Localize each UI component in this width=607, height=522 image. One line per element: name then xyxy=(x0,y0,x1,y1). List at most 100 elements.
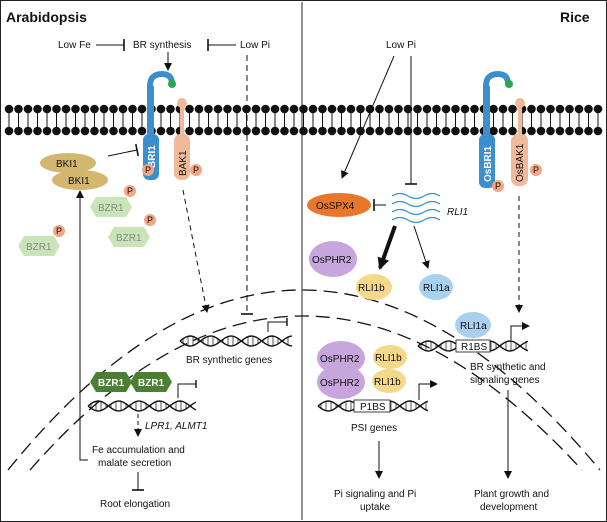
osbri1-phospho-label: P xyxy=(495,181,501,191)
lipid-head xyxy=(251,104,261,114)
bzr1-phosphorylated-2 xyxy=(18,236,60,256)
bki1-bottom-label: BKI1 xyxy=(68,176,90,187)
malate-secretion-label: malate secretion xyxy=(98,458,171,469)
lipid-head xyxy=(451,104,460,114)
fe-feedback-to-bki1-arrow xyxy=(76,190,88,461)
osbak1-transmembrane xyxy=(518,106,522,136)
bzr1-p3-label: BZR1 xyxy=(116,233,142,244)
nuclear-envelope-outer xyxy=(7,289,601,471)
osphr2-bound-bottom-label: OsPHR2 xyxy=(320,378,360,389)
lipid-head xyxy=(308,126,318,136)
lipid-head xyxy=(280,126,289,136)
lipid-head xyxy=(422,104,432,114)
bzr1-p2-phospho-label: P xyxy=(56,226,62,236)
p1bs-box xyxy=(353,399,391,413)
lipid-head xyxy=(261,126,270,136)
lipid-head xyxy=(194,126,204,136)
osbri1-transmembrane xyxy=(483,86,490,136)
lipid-head xyxy=(403,126,413,136)
lipid-head xyxy=(574,126,584,136)
plant-growth-line2: development xyxy=(480,502,537,513)
rli1a-free xyxy=(419,274,453,300)
bzr1-dimer-left-label: BZR1 xyxy=(98,378,125,389)
lipid-head xyxy=(213,104,223,114)
bki1-top-label: BKI1 xyxy=(56,159,78,170)
lipid-head xyxy=(327,104,337,114)
dna-br-synthetic-genes xyxy=(179,335,293,347)
lipid-head xyxy=(441,104,451,114)
lipid-head xyxy=(327,126,337,136)
bzr1-p1-label: BZR1 xyxy=(98,203,124,214)
lipid-head xyxy=(489,104,498,114)
bzr1-p1-phospho xyxy=(124,185,136,197)
lipid-head xyxy=(489,126,498,136)
lipid-head xyxy=(584,126,593,136)
rli1b-bound-top xyxy=(373,345,407,369)
rli1b-bound-top-label: RLI1b xyxy=(375,353,402,364)
low-pi-to-osspx4-arrow xyxy=(341,55,395,179)
lipid-head xyxy=(422,126,432,136)
lipid-head xyxy=(137,126,147,136)
lipid-head xyxy=(394,104,403,114)
lipid-head xyxy=(337,104,346,114)
lipid-head xyxy=(270,126,280,136)
br-genes-tss xyxy=(267,321,287,332)
bzr1-dimer-left xyxy=(90,372,132,392)
lipid-head xyxy=(356,104,365,114)
plant-growth-line1: Plant growth and xyxy=(474,489,549,500)
lipid-head xyxy=(593,104,603,114)
lipid-head xyxy=(185,104,194,114)
lipid-head xyxy=(109,126,118,136)
lipid-head xyxy=(299,104,308,114)
lipid-head xyxy=(593,126,603,136)
lipid-head xyxy=(80,104,90,114)
bri1-transmembrane xyxy=(147,86,154,136)
lipid-head xyxy=(498,104,508,114)
br-ligand xyxy=(168,80,176,88)
lipid-head xyxy=(204,126,213,136)
root-elongation-label: Root elongation xyxy=(100,499,170,510)
lipid-head xyxy=(384,104,394,114)
lipid-head xyxy=(194,104,204,114)
lipid-head xyxy=(137,104,147,114)
r1bs-tss-arrow xyxy=(510,322,530,340)
lipid-head xyxy=(346,104,356,114)
lipid-head xyxy=(52,104,61,114)
lipid-head xyxy=(555,126,565,136)
rice-low-pi-label: Low Pi xyxy=(386,40,416,51)
lipid-head xyxy=(232,104,242,114)
lipid-head xyxy=(470,126,479,136)
bak1-to-br-genes-dashed xyxy=(182,189,210,313)
lipid-head xyxy=(375,104,384,114)
bki1-inhibits-bri1 xyxy=(107,143,139,157)
lipid-head xyxy=(213,126,223,136)
bak1-phospho xyxy=(190,164,202,176)
osphr2-free-label: OsPHR2 xyxy=(312,255,352,266)
lipid-head xyxy=(33,126,42,136)
lipid-head xyxy=(261,104,270,114)
lipid-head xyxy=(299,126,308,136)
lipid-head xyxy=(251,126,261,136)
lipid-head xyxy=(498,126,508,136)
bak1-phospho-label: P xyxy=(193,165,199,175)
lipid-head xyxy=(99,126,109,136)
lipid-head xyxy=(375,126,384,136)
lipid-head xyxy=(223,104,232,114)
lipid-head xyxy=(337,126,346,136)
lipid-head xyxy=(42,104,52,114)
pi-signaling-line2: uptake xyxy=(360,502,390,513)
lipid-head xyxy=(536,126,546,136)
rli1-wave-4 xyxy=(391,216,441,224)
rli1-to-rli1a-arrow xyxy=(413,225,430,269)
br-genes-rice-line1: BR synthetic and xyxy=(470,362,546,373)
lipid-head xyxy=(61,104,71,114)
osbri1-phospho xyxy=(492,180,504,192)
rli1a-bound xyxy=(455,312,491,338)
bzr1-p1-phospho-label: P xyxy=(127,186,133,196)
osbri1-label: OsBRI1 xyxy=(483,145,494,182)
lipid-head xyxy=(23,126,33,136)
bzr1-dimer-right xyxy=(130,372,172,392)
psi-genes-label: PSI genes xyxy=(351,423,397,434)
rli1b-bound-bottom-label: RLI1b xyxy=(374,377,401,388)
